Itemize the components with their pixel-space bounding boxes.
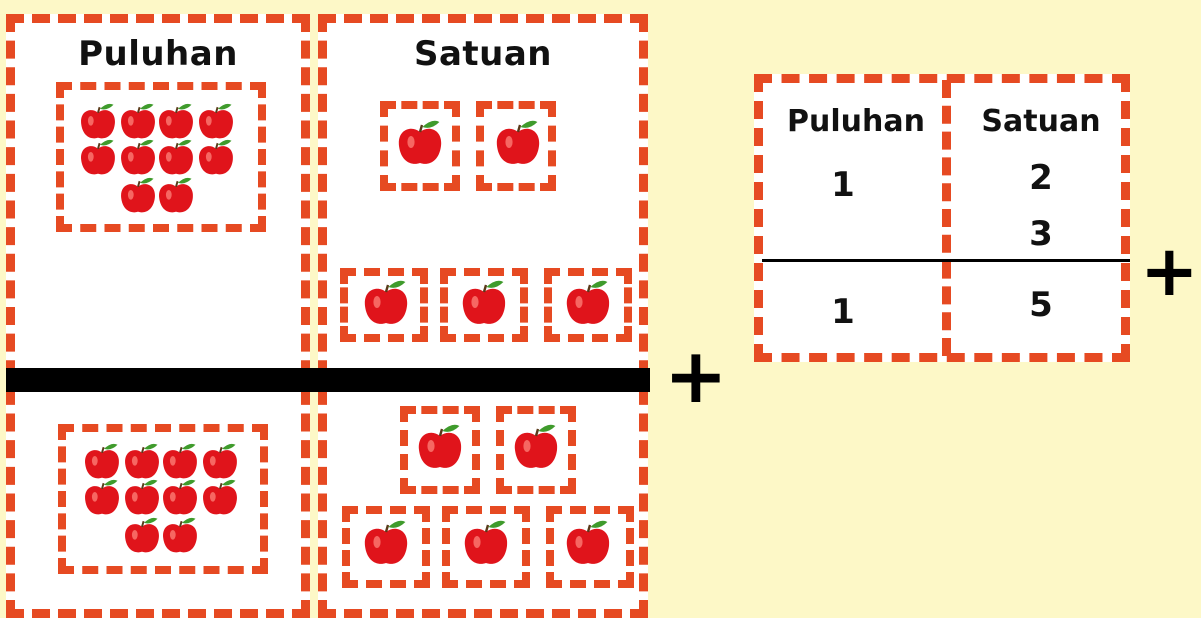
plus-sign-middle: +: [664, 338, 728, 414]
addition-separator-bar: [6, 368, 650, 392]
ones-frame: [400, 406, 480, 494]
table-row2-ones: 3: [1006, 214, 1076, 254]
ones-frame: [380, 101, 460, 191]
table-row1-tens: 1: [808, 165, 878, 205]
tens-column-title: Puluhan: [6, 34, 310, 74]
table-header-ones: Satuan: [956, 104, 1126, 139]
ones-column-title: Satuan: [318, 34, 648, 74]
ones-frame: [496, 406, 576, 494]
table-header-tens: Puluhan: [766, 104, 946, 139]
ones-frame: [544, 268, 632, 342]
ones-frame: [476, 101, 556, 191]
ones-frame: [546, 506, 634, 588]
tens-group-frame-top: [56, 82, 266, 232]
plus-sign-right: +: [1140, 236, 1199, 306]
ones-frame: [440, 268, 528, 342]
table-result-ones: 5: [1006, 285, 1076, 325]
table-result-tens: 1: [808, 292, 878, 332]
ones-frame: [342, 506, 430, 588]
tens-group-frame-bottom: [58, 424, 268, 574]
table-sum-line: [762, 259, 1130, 262]
ones-frame: [442, 506, 530, 588]
table-row1-ones: 2: [1006, 158, 1076, 198]
ones-frame: [340, 268, 428, 342]
